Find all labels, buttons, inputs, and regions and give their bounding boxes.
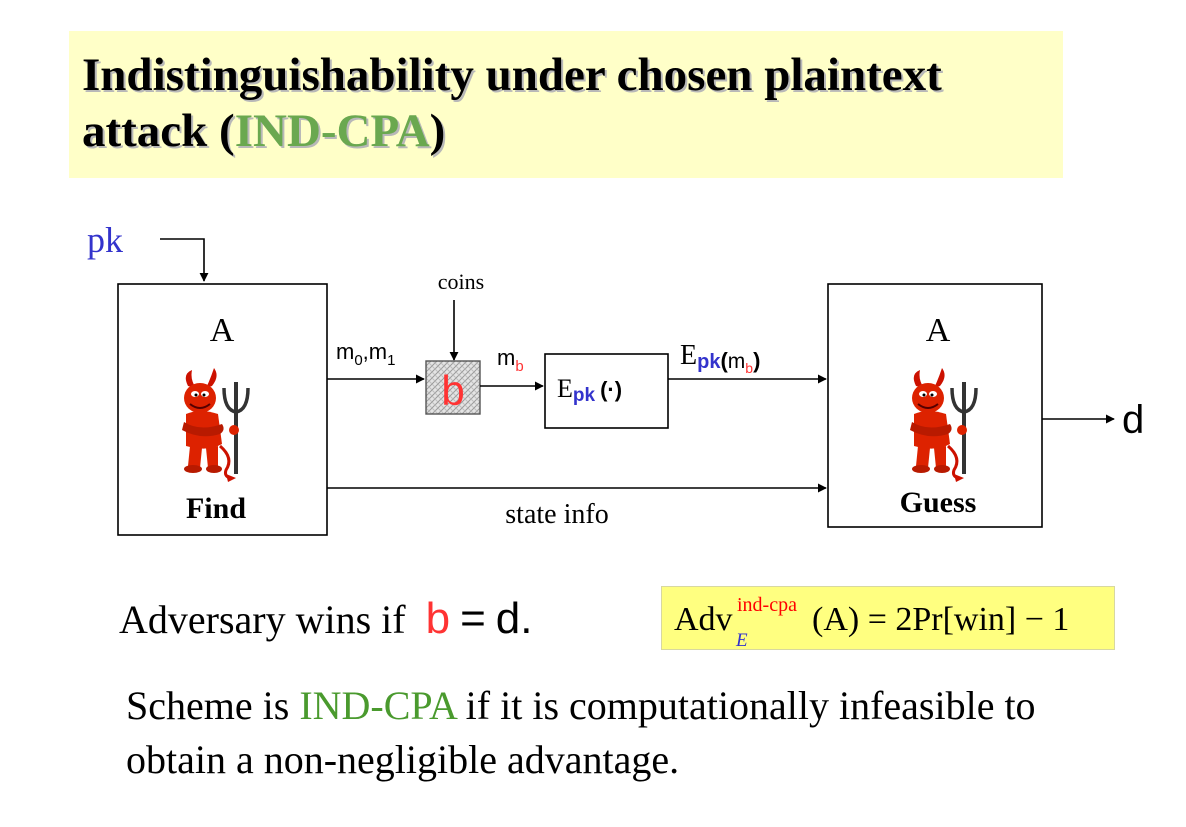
win-b: b <box>425 594 451 643</box>
adversary-find-name: A <box>210 312 235 349</box>
advantage-formula-box: Adv ind-cpa E (A) = 2Pr[win] − 1 <box>661 586 1115 651</box>
formula-sup: ind-cpa <box>737 594 797 616</box>
formula-sub: E <box>735 630 748 651</box>
advantage-formula: Adv ind-cpa E (A) = 2Pr[win] − 1 <box>674 594 1069 651</box>
win-eq: = <box>460 594 486 643</box>
state-info-label: state info <box>505 499 608 530</box>
adversary-guess-name: A <box>926 312 951 349</box>
ciphertext-label: Epk(mb) <box>680 340 760 376</box>
output-label: d <box>1122 398 1144 442</box>
pk-arrow <box>160 238 209 282</box>
win-condition: Adversary wins if b = d. <box>119 594 533 644</box>
bit-label: b <box>441 367 464 414</box>
formula-rest: (A) = 2Pr[win] − 1 <box>812 601 1069 638</box>
adversary-find-box <box>117 283 328 536</box>
coins-label: coins <box>438 269 484 294</box>
pk-label: pk <box>87 220 123 260</box>
note-post: if it is computationally infeasible to o… <box>126 683 1036 782</box>
messages-label: m0,m1 <box>336 339 395 369</box>
mb-label: mb <box>497 345 524 375</box>
formula-adv: Adv <box>674 601 733 638</box>
win-prefix: Adversary wins if <box>119 597 406 642</box>
note-pre: Scheme is <box>126 683 300 728</box>
encryption-box <box>544 353 669 429</box>
note-acronym: IND-CPA <box>299 683 456 728</box>
guess-label: Guess <box>900 486 977 519</box>
slide-title: Indistinguishability under chosen plaint… <box>82 47 1052 159</box>
title-text: Indistinguishability under chosen plaint… <box>82 49 942 157</box>
find-label: Find <box>186 492 246 525</box>
title-acronym: IND-CPA <box>234 105 430 157</box>
title-close: ) <box>429 105 446 157</box>
scheme-note: Scheme is IND-CPA if it is computational… <box>126 679 1126 787</box>
title-box: Indistinguishability under chosen plaint… <box>69 31 1063 178</box>
bit-box <box>425 360 481 415</box>
encryption-label: Epk(·) <box>557 374 622 406</box>
win-d: d. <box>495 594 533 643</box>
